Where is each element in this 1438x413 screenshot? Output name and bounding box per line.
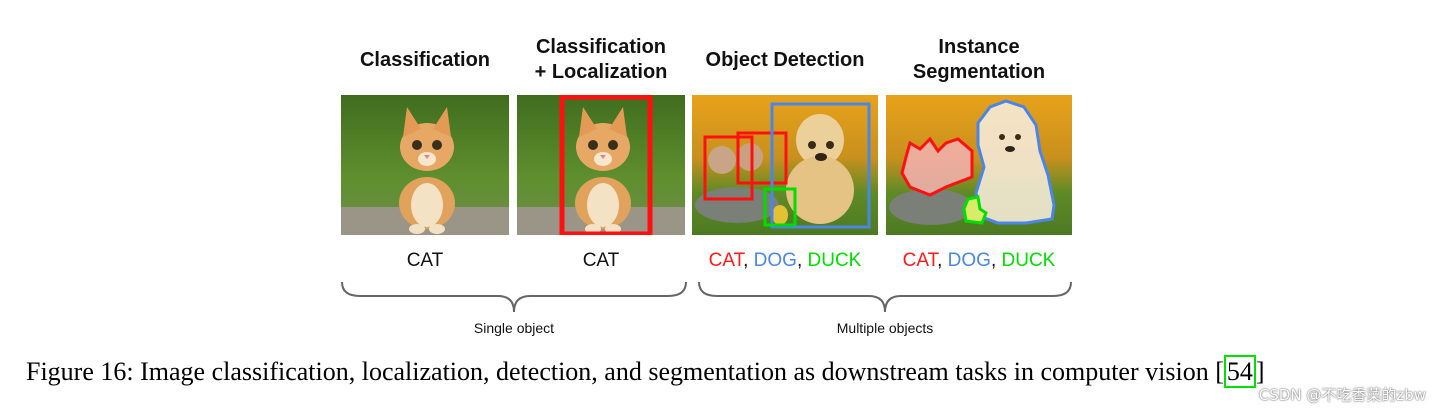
figure-caption: Figure 16: Image classification, localiz… xyxy=(26,355,1265,388)
label-localization: CAT xyxy=(517,250,685,272)
group-label-single: Single object xyxy=(473,320,555,336)
label-cat: CAT xyxy=(406,250,444,271)
task-title-segmentation: Instance Segmentation xyxy=(912,36,1046,83)
localization-box xyxy=(559,95,653,235)
dog-box xyxy=(770,102,871,229)
label-separator: , xyxy=(937,250,943,271)
label-segmentation: CAT, DOG, DUCK xyxy=(886,250,1072,272)
label-dog: DOG xyxy=(753,250,797,271)
segmentation-image xyxy=(886,95,1072,235)
panel-detection xyxy=(692,95,878,235)
label-cat: CAT xyxy=(582,250,620,271)
label-separator: , xyxy=(990,250,997,271)
label-dog: DOG xyxy=(947,250,991,271)
panel-classification xyxy=(341,95,509,235)
task-title-detection: Object Detection xyxy=(705,49,865,71)
group-label-multiple: Multiple objects xyxy=(836,320,934,336)
label-classification: CAT xyxy=(341,250,509,272)
dog-mask xyxy=(974,99,1056,225)
task-title-classification: Classification xyxy=(359,49,491,71)
duck-mask xyxy=(962,195,988,225)
figure: Classification Classification + Localiza… xyxy=(341,36,1072,336)
label-cat: CAT xyxy=(708,250,744,271)
label-duck: DUCK xyxy=(807,250,862,271)
caption-close: ] xyxy=(1255,357,1265,386)
panel-localization xyxy=(517,95,685,235)
cat-box-2 xyxy=(736,131,788,185)
citation-link[interactable]: 54 xyxy=(1223,355,1256,388)
cat-box-1 xyxy=(703,135,754,201)
brace-multiple xyxy=(698,281,1072,313)
duck-box xyxy=(763,187,797,227)
brace-single xyxy=(341,281,687,313)
label-duck: DUCK xyxy=(1001,250,1056,271)
panel-segmentation xyxy=(886,95,1072,235)
detection-image xyxy=(692,95,878,235)
caption-text: Figure 16: Image classification, localiz… xyxy=(26,357,1224,386)
label-separator: , xyxy=(743,250,749,271)
cat-mask xyxy=(900,136,974,197)
watermark: CSDN @不吃香菜的zbw xyxy=(1258,386,1426,404)
task-title-localization: Classification + Localization xyxy=(534,36,668,83)
label-detection: CAT, DOG, DUCK xyxy=(692,250,878,272)
label-separator: , xyxy=(796,250,803,271)
kitten-image xyxy=(341,95,509,235)
label-cat: CAT xyxy=(902,250,938,271)
kitten-localized-image xyxy=(517,95,685,235)
